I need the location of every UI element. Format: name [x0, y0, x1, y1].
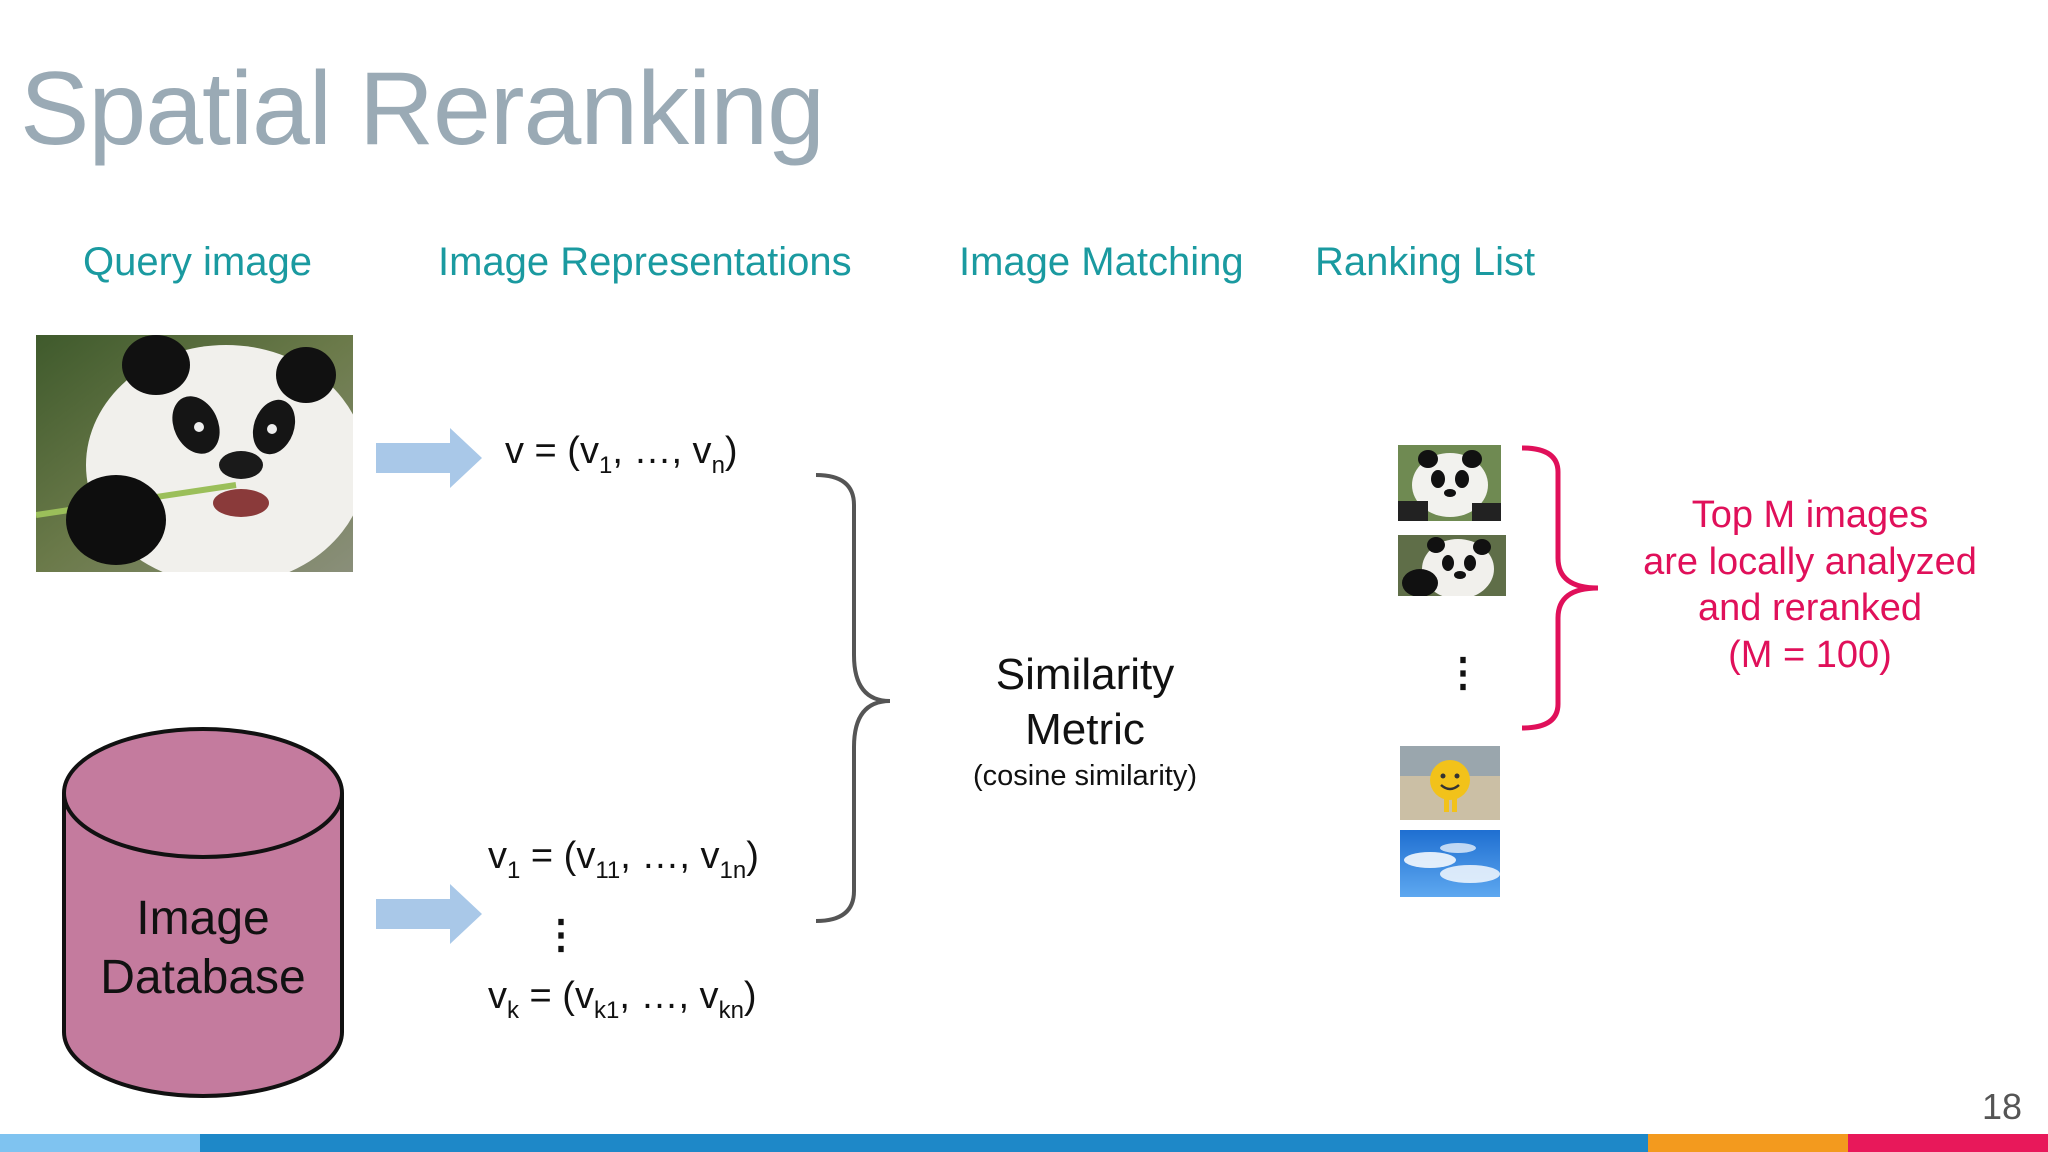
db-vector-vertical-dots: ⋮ — [541, 913, 581, 957]
db-vector-1-sub2: 1n — [719, 857, 747, 884]
query-vector-sub1: 1 — [598, 452, 613, 479]
db-vector-1-formula: v1 = (v11, …, v1n) — [488, 835, 759, 885]
db-vector-1-vsub: 1 — [507, 857, 521, 884]
db-vector-1-mid: , …, v — [620, 835, 720, 877]
footer-segment-blue — [200, 1134, 1648, 1152]
database-label-line2: Database — [100, 950, 306, 1004]
db-vector-1-eq: = (v — [520, 835, 596, 877]
top-m-brace-icon — [1521, 445, 1599, 731]
query-arrow-icon — [376, 428, 482, 488]
db-vector-k-sub1: k1 — [593, 997, 620, 1024]
db-vector-k-mid: , …, v — [619, 975, 719, 1017]
db-vector-k-formula: vk = (vk1, …, vkn) — [488, 975, 757, 1025]
db-vector-1-v: v — [488, 835, 507, 877]
ranked-sky-thumbnail — [1400, 830, 1500, 897]
database-label: Image Database — [60, 890, 346, 1007]
note-line1: Top M images — [1691, 494, 1929, 536]
query-vector-lhs: v = (v — [505, 430, 599, 472]
heading-image-representations: Image Representations — [438, 240, 852, 284]
db-vector-k-vsub: k — [507, 997, 519, 1024]
similarity-line2: Metric — [1025, 705, 1145, 754]
db-vector-k-eq: = (v — [519, 975, 594, 1017]
query-vector-sub2: n — [711, 452, 725, 479]
ranked-panda-thumbnail-2 — [1398, 535, 1506, 596]
query-vector-formula: v = (v1, …, vn) — [505, 430, 738, 480]
similarity-line1: Similarity — [995, 650, 1175, 699]
footer-color-bar — [0, 1134, 2048, 1152]
query-vector-end: ) — [724, 430, 738, 472]
note-line3: and reranked — [1698, 587, 1922, 630]
page-number: 18 — [1981, 1086, 2022, 1127]
vectors-brace-icon — [815, 473, 891, 923]
note-line4: (M = 100) — [1728, 634, 1892, 677]
ranked-smiley-thumbnail — [1400, 746, 1500, 820]
db-vector-k-end: ) — [743, 975, 757, 1017]
database-label-line1: Image — [136, 892, 270, 945]
note-line2: are locally analyzed — [1643, 540, 1977, 583]
ranked-panda-thumbnail-1 — [1398, 445, 1501, 521]
query-panda-image — [36, 335, 353, 572]
query-vector-mid: , …, v — [612, 430, 712, 472]
slide-title: Spatial Reranking — [20, 51, 825, 167]
footer-segment-light-blue — [0, 1134, 200, 1152]
similarity-metric-label: Similarity Metric — [930, 647, 1240, 757]
ranking-vertical-dots: ⋮ — [1443, 651, 1483, 695]
footer-segment-pink — [1848, 1134, 2048, 1152]
top-m-note: Top M images are locally analyzed and re… — [1600, 492, 2020, 679]
footer-segment-orange — [1648, 1134, 1848, 1152]
db-vector-k-v: v — [488, 975, 507, 1017]
heading-query-image: Query image — [83, 240, 312, 284]
db-vector-1-end: ) — [746, 835, 759, 877]
heading-image-matching: Image Matching — [959, 240, 1244, 284]
db-vector-1-sub1: 11 — [595, 857, 621, 884]
database-arrow-icon — [376, 884, 482, 944]
heading-ranking-list: Ranking List — [1315, 240, 1536, 284]
image-database-cylinder — [62, 727, 344, 1098]
db-vector-k-sub2: kn — [718, 997, 744, 1024]
similarity-subtitle: (cosine similarity) — [973, 760, 1197, 792]
